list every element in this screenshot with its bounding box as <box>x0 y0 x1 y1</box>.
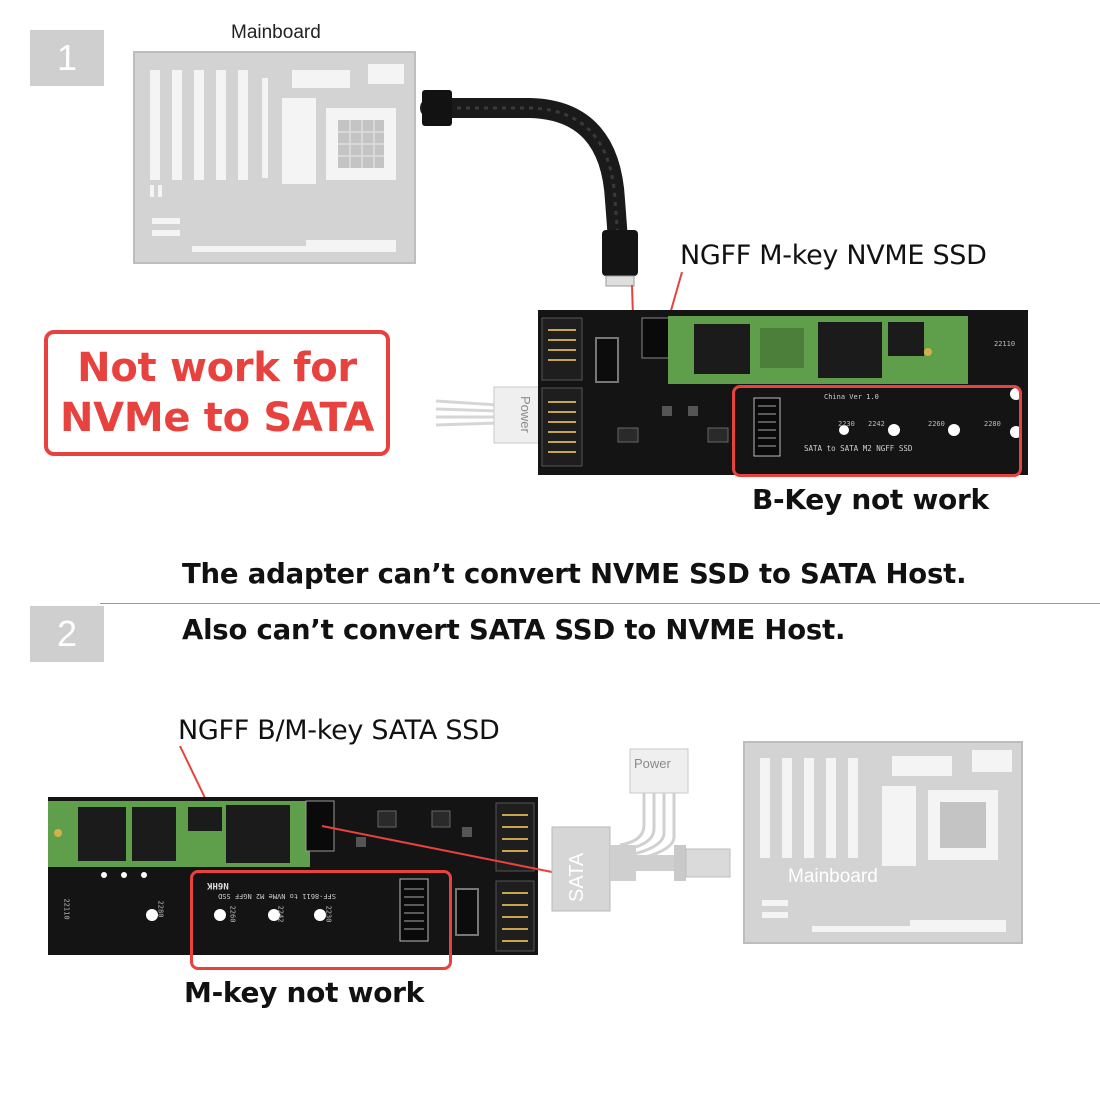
size-mark-22110-2: 22110 <box>62 898 71 920</box>
step-number-badge-2: 2 <box>30 606 104 662</box>
board-silkscreen: SATA to SATA M2 NGFF SSD <box>804 444 913 453</box>
step-number: 1 <box>56 37 78 78</box>
power-connector-label: Power <box>518 395 533 433</box>
ssd-callout-label: NGFF M-key NVME SSD <box>680 240 987 271</box>
headline-line-1: The adapter can’t convert NVME SSD to SA… <box>182 558 967 590</box>
size-mark-2242: 2242 <box>868 420 885 428</box>
adapter-board-2 <box>48 797 538 955</box>
b-key-note: B-Key not work <box>752 483 989 516</box>
adapter-board <box>538 310 1028 475</box>
m-key-note: M-key not work <box>184 976 424 1009</box>
warning-box: Not work for NVMe to SATA <box>44 330 390 456</box>
sata-connector-label: SATA <box>566 852 588 902</box>
size-mark-2280: 2280 <box>984 420 1001 428</box>
b-key-highlight <box>732 385 1022 477</box>
size-mark-2230: 2230 <box>838 420 855 428</box>
board-brand: China Ver 1.0 <box>824 393 879 401</box>
size-mark-2260: 2260 <box>928 420 945 428</box>
size-mark-2280-2: 2280 <box>156 900 165 918</box>
warning-line-1: Not work for <box>77 345 357 391</box>
sata-power-cables <box>551 748 731 912</box>
mainboard-label-2: Mainboard <box>788 866 878 887</box>
mainboard-label: Mainboard <box>231 22 321 43</box>
callout-leader-2 <box>179 745 207 801</box>
sata-link-line <box>321 825 553 873</box>
size-mark-22110: 22110 <box>994 340 1016 348</box>
m-key-highlight <box>190 870 452 970</box>
section-divider <box>100 603 1100 604</box>
mainboard-illustration <box>133 51 416 264</box>
data-cable <box>420 90 638 350</box>
step-number-2: 2 <box>56 613 78 654</box>
step-number-badge: 1 <box>30 30 104 86</box>
warning-line-2: NVMe to SATA <box>59 395 375 441</box>
headline-line-2: Also can’t convert SATA SSD to NVME Host… <box>182 614 846 646</box>
power-cable <box>436 386 541 444</box>
ssd-callout-label-2: NGFF B/M-key SATA SSD <box>178 715 500 746</box>
power-connector-label-2: Power <box>634 756 671 771</box>
mainboard-illustration-2 <box>743 741 1023 944</box>
